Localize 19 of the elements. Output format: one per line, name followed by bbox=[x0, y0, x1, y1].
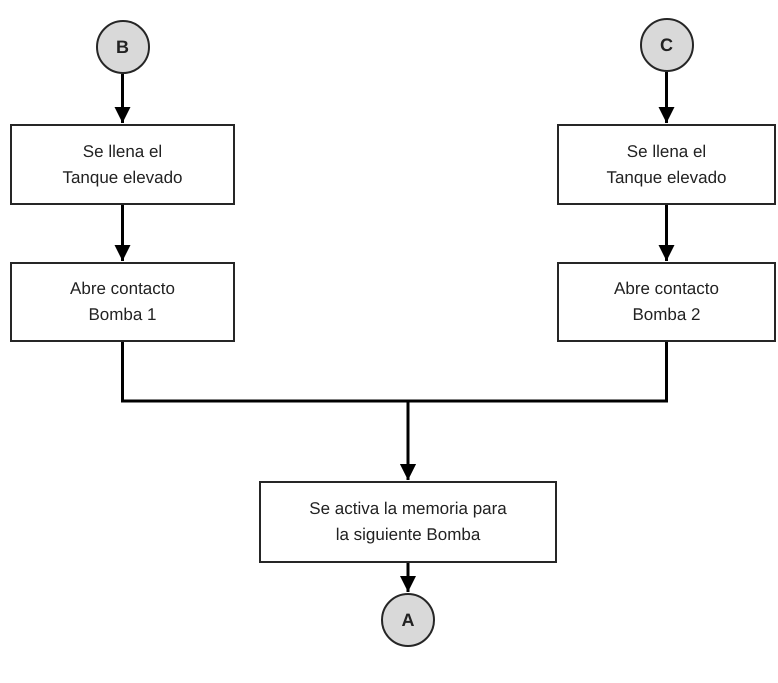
node-text: B bbox=[116, 36, 129, 58]
arrow bbox=[658, 205, 674, 261]
process-box bbox=[10, 124, 235, 205]
arrow bbox=[400, 563, 416, 592]
arrow bbox=[114, 205, 130, 261]
arrow bbox=[658, 72, 674, 123]
process-box bbox=[10, 262, 235, 342]
process-box bbox=[259, 481, 557, 563]
node-text: Se activa la memoria para la siguiente Bomba bbox=[308, 498, 508, 546]
process-box bbox=[557, 124, 776, 205]
node-text: Se llena el Tanque elevado bbox=[605, 140, 728, 188]
node-text: Abre contacto Bomba 2 bbox=[613, 278, 720, 326]
node-text: C bbox=[660, 34, 673, 56]
arrow bbox=[400, 342, 668, 480]
node-text: Se llena el Tanque elevado bbox=[61, 140, 184, 188]
node-text: Abre contacto Bomba 1 bbox=[69, 278, 176, 326]
arrow bbox=[114, 74, 130, 123]
process-box bbox=[557, 262, 776, 342]
node-text: A bbox=[402, 608, 414, 632]
